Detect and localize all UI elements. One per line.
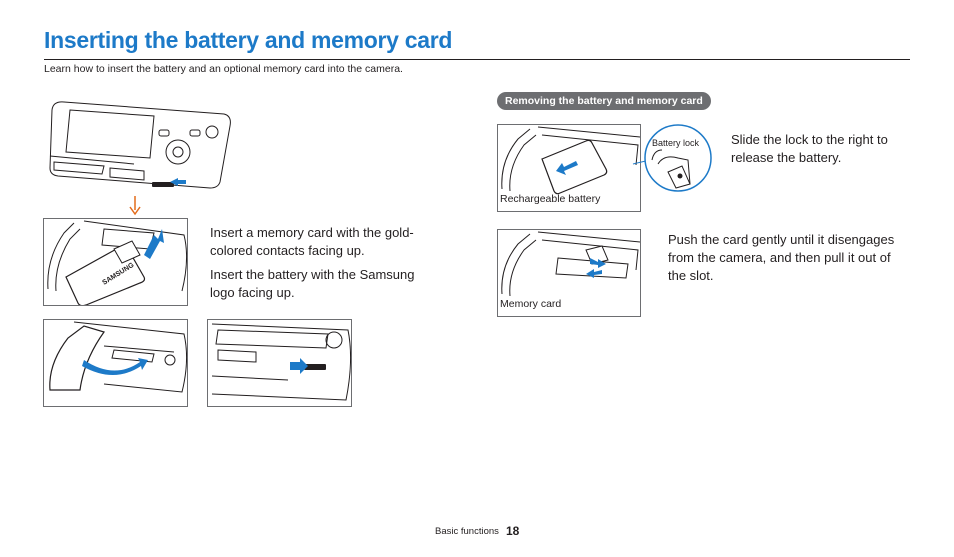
close-arrow-icon <box>82 358 148 375</box>
page-title: Inserting the battery and memory card <box>44 27 453 53</box>
footer-section-label: Basic functions <box>435 526 499 537</box>
remove-battery-figure <box>497 124 641 212</box>
pull-arrow-icon <box>586 269 602 278</box>
memory-card-shape <box>585 245 609 265</box>
battery-caption: Rechargeable battery <box>500 193 601 205</box>
insert-card-instruction: Insert a memory card with the gold-color… <box>210 225 414 258</box>
page-number: 18 <box>506 524 520 538</box>
card-caption: Memory card <box>500 298 562 310</box>
section-heading-badge: Removing the battery and memory card <box>497 92 711 110</box>
remove-battery-instruction: Slide the lock to the right to release t… <box>731 132 888 165</box>
insert-arrow-icon <box>144 229 164 259</box>
battery-lock-label: Battery lock <box>652 138 700 148</box>
memory-card-shape <box>113 240 141 264</box>
insert-battery-figure: SAMSUNG <box>43 218 188 306</box>
insert-battery-instruction: Insert the battery with the Samsung logo… <box>210 267 415 300</box>
remove-card-instruction: Push the card gently until it disengages… <box>668 232 895 283</box>
battery-lock-callout <box>632 124 712 192</box>
cover-latch <box>304 364 326 370</box>
lock-cover-figure <box>207 319 352 407</box>
title-divider <box>44 59 910 60</box>
arrow-down-icon <box>129 196 141 216</box>
close-cover-figure <box>43 319 188 407</box>
camera-back-illustration <box>49 101 231 189</box>
battery-shape <box>541 139 608 195</box>
page-intro: Learn how to insert the battery and an o… <box>44 63 403 75</box>
battery-cover-door <box>49 325 105 391</box>
lock-arrow-icon <box>290 358 308 374</box>
slide-arrow-icon <box>170 178 186 186</box>
release-arrow-icon <box>556 161 578 175</box>
remove-card-figure <box>497 229 641 317</box>
lock-arrow-icon <box>651 149 663 161</box>
battery-cover-latch <box>152 182 174 187</box>
push-arrow-icon <box>590 258 606 268</box>
